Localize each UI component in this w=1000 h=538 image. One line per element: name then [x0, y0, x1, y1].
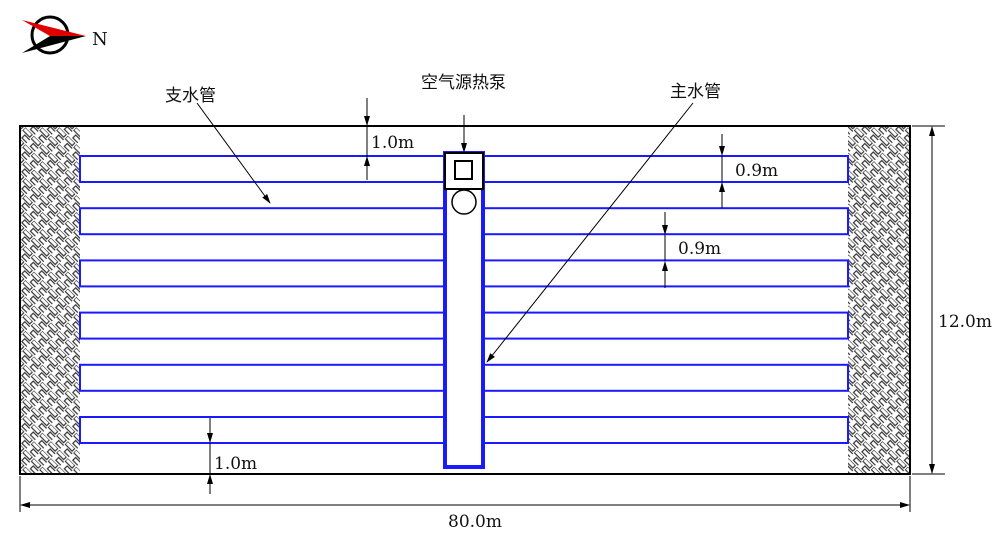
bottom-margin-dimension: 1.0m — [214, 454, 257, 474]
branch-pipe-left — [79, 363, 446, 392]
heat-pump-square-icon — [454, 160, 473, 180]
top-margin-dimension: 1.0m — [371, 133, 414, 153]
branch-pipe-right — [482, 363, 849, 392]
main-pipe-label: 主水管 — [670, 82, 721, 102]
pump-circle-icon — [451, 189, 477, 215]
left-hatched-area — [20, 126, 80, 474]
main-pipe-leader — [486, 102, 694, 363]
heat-pump-unit — [444, 152, 484, 190]
heat-pump-label: 空气源热泵 — [421, 73, 506, 93]
height-dimension: 12.0m — [938, 312, 992, 332]
north-compass-icon — [22, 15, 86, 55]
right-hatched-area — [848, 126, 910, 474]
branch-pipe-left — [79, 259, 446, 288]
branch-pipe-left — [79, 207, 446, 236]
pipe-spacing-dimension-2: 0.9m — [678, 239, 721, 259]
compass-north-label: N — [92, 29, 108, 50]
branch-pipe-left — [79, 311, 446, 340]
branch-pipe-right — [482, 311, 849, 340]
branch-pipe-right — [482, 155, 849, 183]
branch-pipe-left — [79, 155, 446, 183]
branch-pipe-label: 支水管 — [165, 86, 216, 106]
branch-pipe-right — [482, 416, 849, 444]
pipe-spacing-dimension-1: 0.9m — [735, 161, 778, 181]
field-boundary — [19, 125, 911, 475]
branch-pipe-left — [79, 416, 446, 444]
dimension-lines — [19, 98, 945, 512]
branch-pipe-leader — [196, 102, 271, 204]
width-dimension: 80.0m — [448, 512, 502, 532]
